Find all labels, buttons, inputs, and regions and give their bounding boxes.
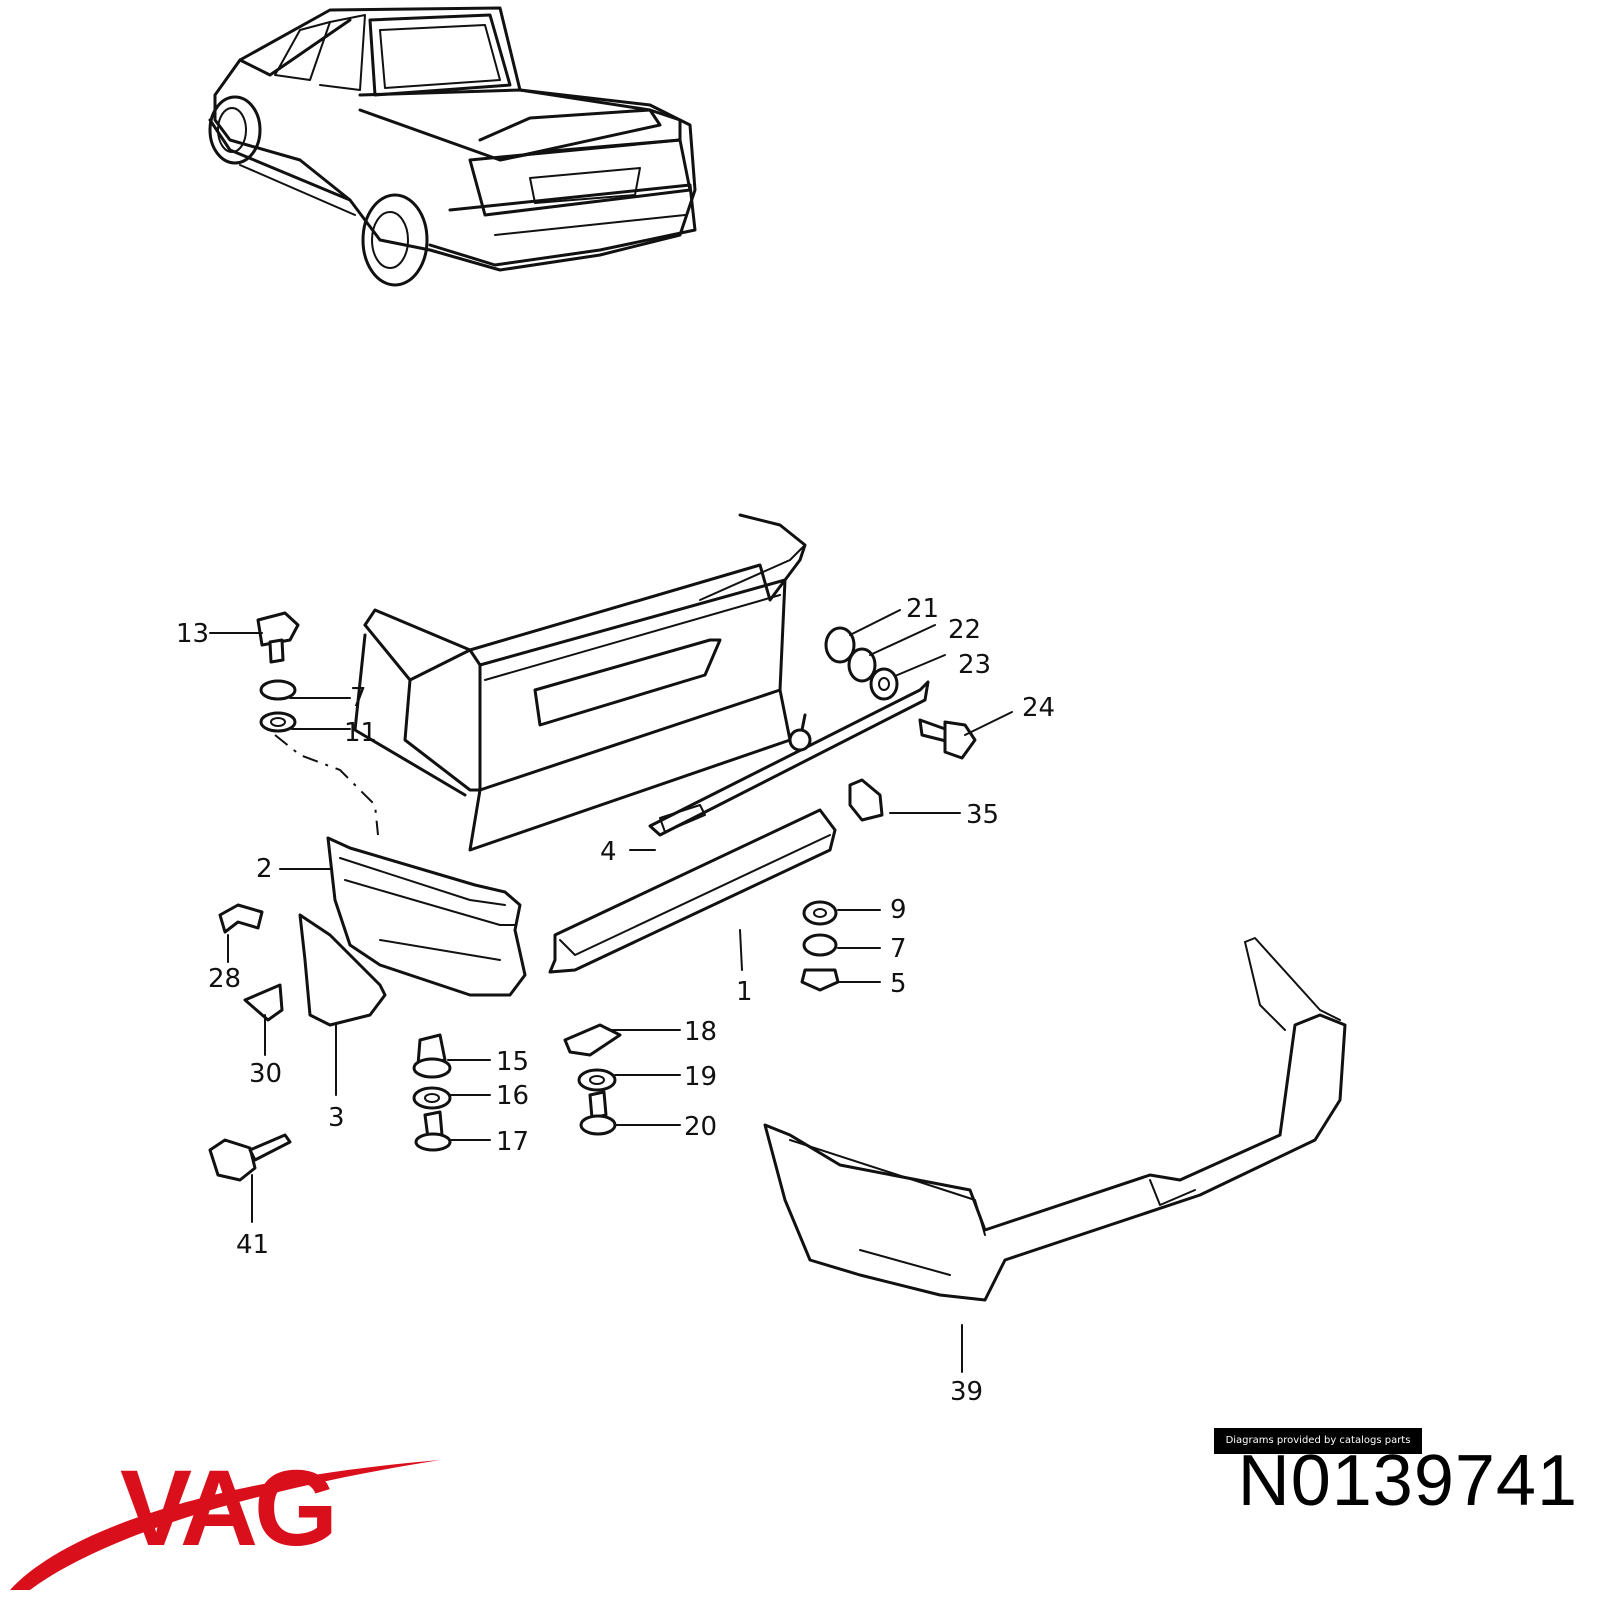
rear-body — [274, 513, 807, 852]
callout-1: 1 — [736, 977, 753, 1007]
callout-18: 18 — [684, 1017, 717, 1047]
callout-21: 21 — [906, 594, 939, 624]
logo-wordmark: VAG — [120, 1447, 334, 1568]
part-bumper — [763, 937, 1347, 1302]
callout-22: 22 — [948, 615, 981, 645]
hardware — [208, 611, 977, 1182]
callout-3: 3 — [328, 1103, 345, 1133]
callout-30: 30 — [249, 1059, 282, 1089]
callout-11: 11 — [344, 718, 377, 748]
callout-13: 13 — [176, 619, 209, 649]
callout-24: 24 — [1022, 693, 1055, 723]
callouts: 13 7 11 2 28 30 3 41 15 16 17 18 19 20 4… — [176, 594, 1055, 1407]
part-tail-light — [326, 836, 527, 997]
callout-20: 20 — [684, 1112, 717, 1142]
callout-19: 19 — [684, 1062, 717, 1092]
part-rail — [648, 680, 930, 837]
callout-7a: 7 — [350, 683, 367, 713]
callout-4: 4 — [600, 837, 617, 867]
callout-15: 15 — [496, 1047, 529, 1077]
callout-35: 35 — [966, 800, 999, 830]
callout-23: 23 — [958, 650, 991, 680]
callout-7b: 7 — [890, 934, 907, 964]
callout-5: 5 — [890, 969, 907, 999]
part-trim-strip — [548, 808, 837, 974]
callout-16: 16 — [496, 1081, 529, 1111]
callout-17: 17 — [496, 1127, 529, 1157]
part-mud-flap — [298, 913, 387, 1027]
callout-41: 41 — [236, 1230, 269, 1260]
credit-banner: Diagrams provided by catalogs parts — [1214, 1428, 1422, 1454]
vag-logo: VAG — [10, 1447, 440, 1590]
part-number: N0139741 — [1237, 1441, 1578, 1521]
callout-28: 28 — [208, 964, 241, 994]
callout-2: 2 — [256, 854, 273, 884]
vehicle-overview — [208, 6, 697, 287]
callout-39: 39 — [950, 1377, 983, 1407]
callout-9: 9 — [890, 895, 907, 925]
leader-lines — [209, 609, 1013, 1373]
